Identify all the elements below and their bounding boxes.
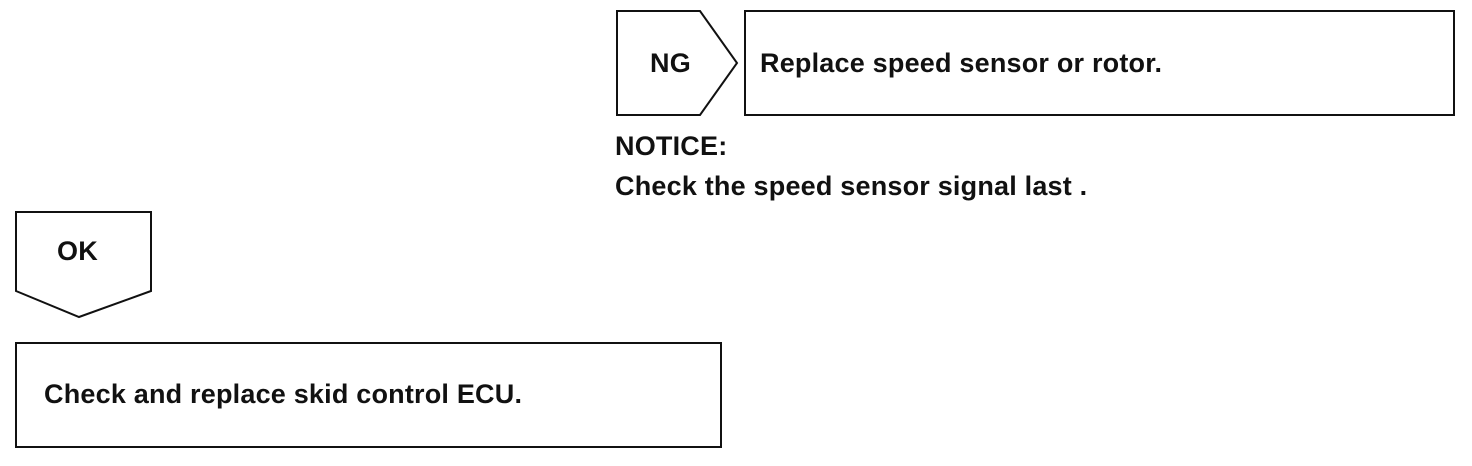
ok-action-text: Check and replace skid control ECU. [44, 379, 523, 409]
ng-tag-label: NG [650, 48, 691, 78]
notice-text: Check the speed sensor signal last . [615, 171, 1088, 201]
ok-action-box [15, 342, 722, 448]
ng-tag-arrow-icon [616, 10, 739, 116]
ng-action-box [744, 10, 1455, 116]
ok-tag-label: OK [57, 236, 98, 266]
notice-title: NOTICE: [615, 131, 728, 161]
ok-tag-arrow-icon [15, 211, 152, 319]
ng-action-text: Replace speed sensor or rotor. [760, 48, 1163, 78]
